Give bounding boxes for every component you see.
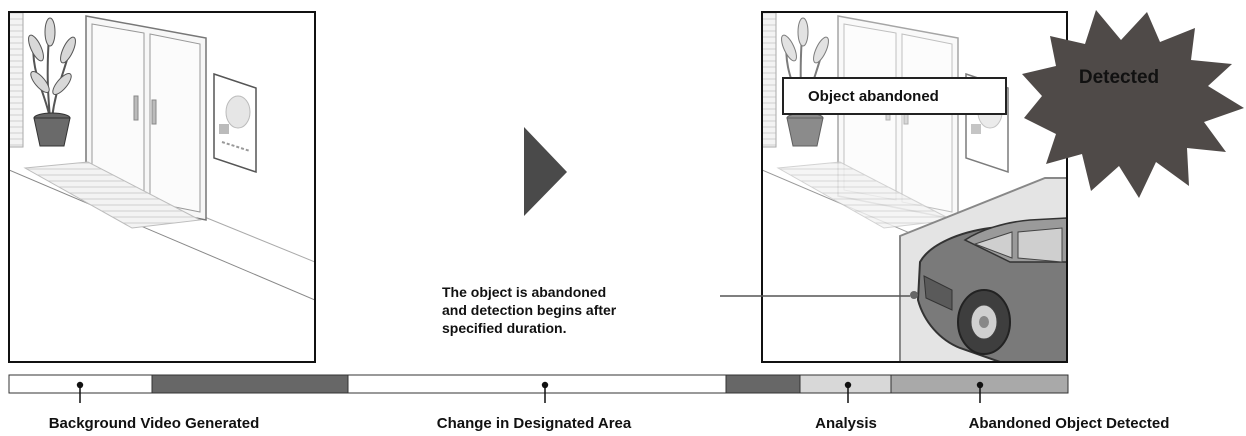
potted-plant: [28, 17, 76, 147]
object-abandoned-callout: Object abandoned: [782, 77, 1007, 115]
segment-duration: [725, 374, 801, 394]
pointer-dot: [910, 291, 918, 299]
timeline-marker: [976, 381, 984, 403]
scene-after: [761, 11, 1068, 363]
segment-wait: [151, 374, 349, 394]
abandoned-car: [916, 217, 1067, 362]
timeline-bar: [8, 374, 1069, 403]
detected-burst: Detected: [1022, 10, 1244, 198]
timeline-marker: [76, 381, 84, 403]
timeline-marker: [541, 381, 549, 403]
floor-mat: [23, 161, 202, 229]
label-abandoned-detected: Abandoned Object Detected: [969, 415, 1170, 432]
detection-note: The object is abandoned and detection be…: [442, 284, 617, 336]
note-line-1: The object is abandoned: [442, 284, 606, 300]
detected-label: Detected: [1079, 67, 1159, 88]
object-abandoned-label: Object abandoned: [808, 88, 939, 105]
segment-change: [347, 374, 727, 394]
label-analysis: Analysis: [815, 415, 877, 432]
timeline-marker: [844, 381, 852, 403]
arrow-right-icon: [524, 127, 567, 216]
label-change-area: Change in Designated Area: [437, 415, 632, 432]
glass-door: [85, 15, 207, 221]
label-background-video: Background Video Generated: [49, 415, 260, 432]
scene-before: [8, 11, 316, 363]
note-line-2: and detection begins after: [442, 302, 617, 318]
wall-poster: [213, 72, 257, 174]
note-line-3: specified duration.: [442, 320, 566, 336]
